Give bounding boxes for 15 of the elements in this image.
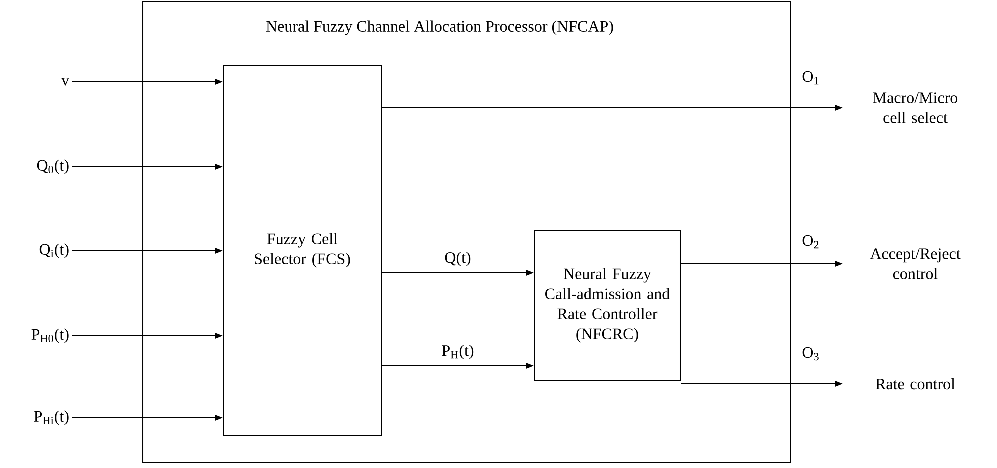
edge-label: Q(t)	[445, 252, 471, 266]
output-label: Accept/Reject control	[870, 248, 961, 280]
input-label: Q$_{0}$(t)	[37, 160, 69, 174]
edge-label: P$_{H}$(t)	[442, 344, 474, 360]
output-symbol: O$_{2}$	[802, 235, 819, 249]
input-label: P$_{H0}$(t)	[32, 328, 69, 344]
process-box: Neural Fuzzy Call-admission and Rate Controller (NFCRC)	[534, 230, 681, 381]
output-label: Macro/Micro cell select	[873, 92, 958, 124]
input-label: P$_{Hi}$(t)	[34, 410, 69, 426]
process-box: Fuzzy Cell Selector (FCS)	[223, 65, 382, 436]
output-symbol: O$_{1}$	[802, 71, 819, 85]
input-label: v	[62, 78, 70, 86]
output-label: Rate control	[876, 378, 956, 390]
output-symbol: O$_{3}$	[802, 347, 819, 361]
input-label: Q$_{i}$(t)	[40, 244, 69, 258]
